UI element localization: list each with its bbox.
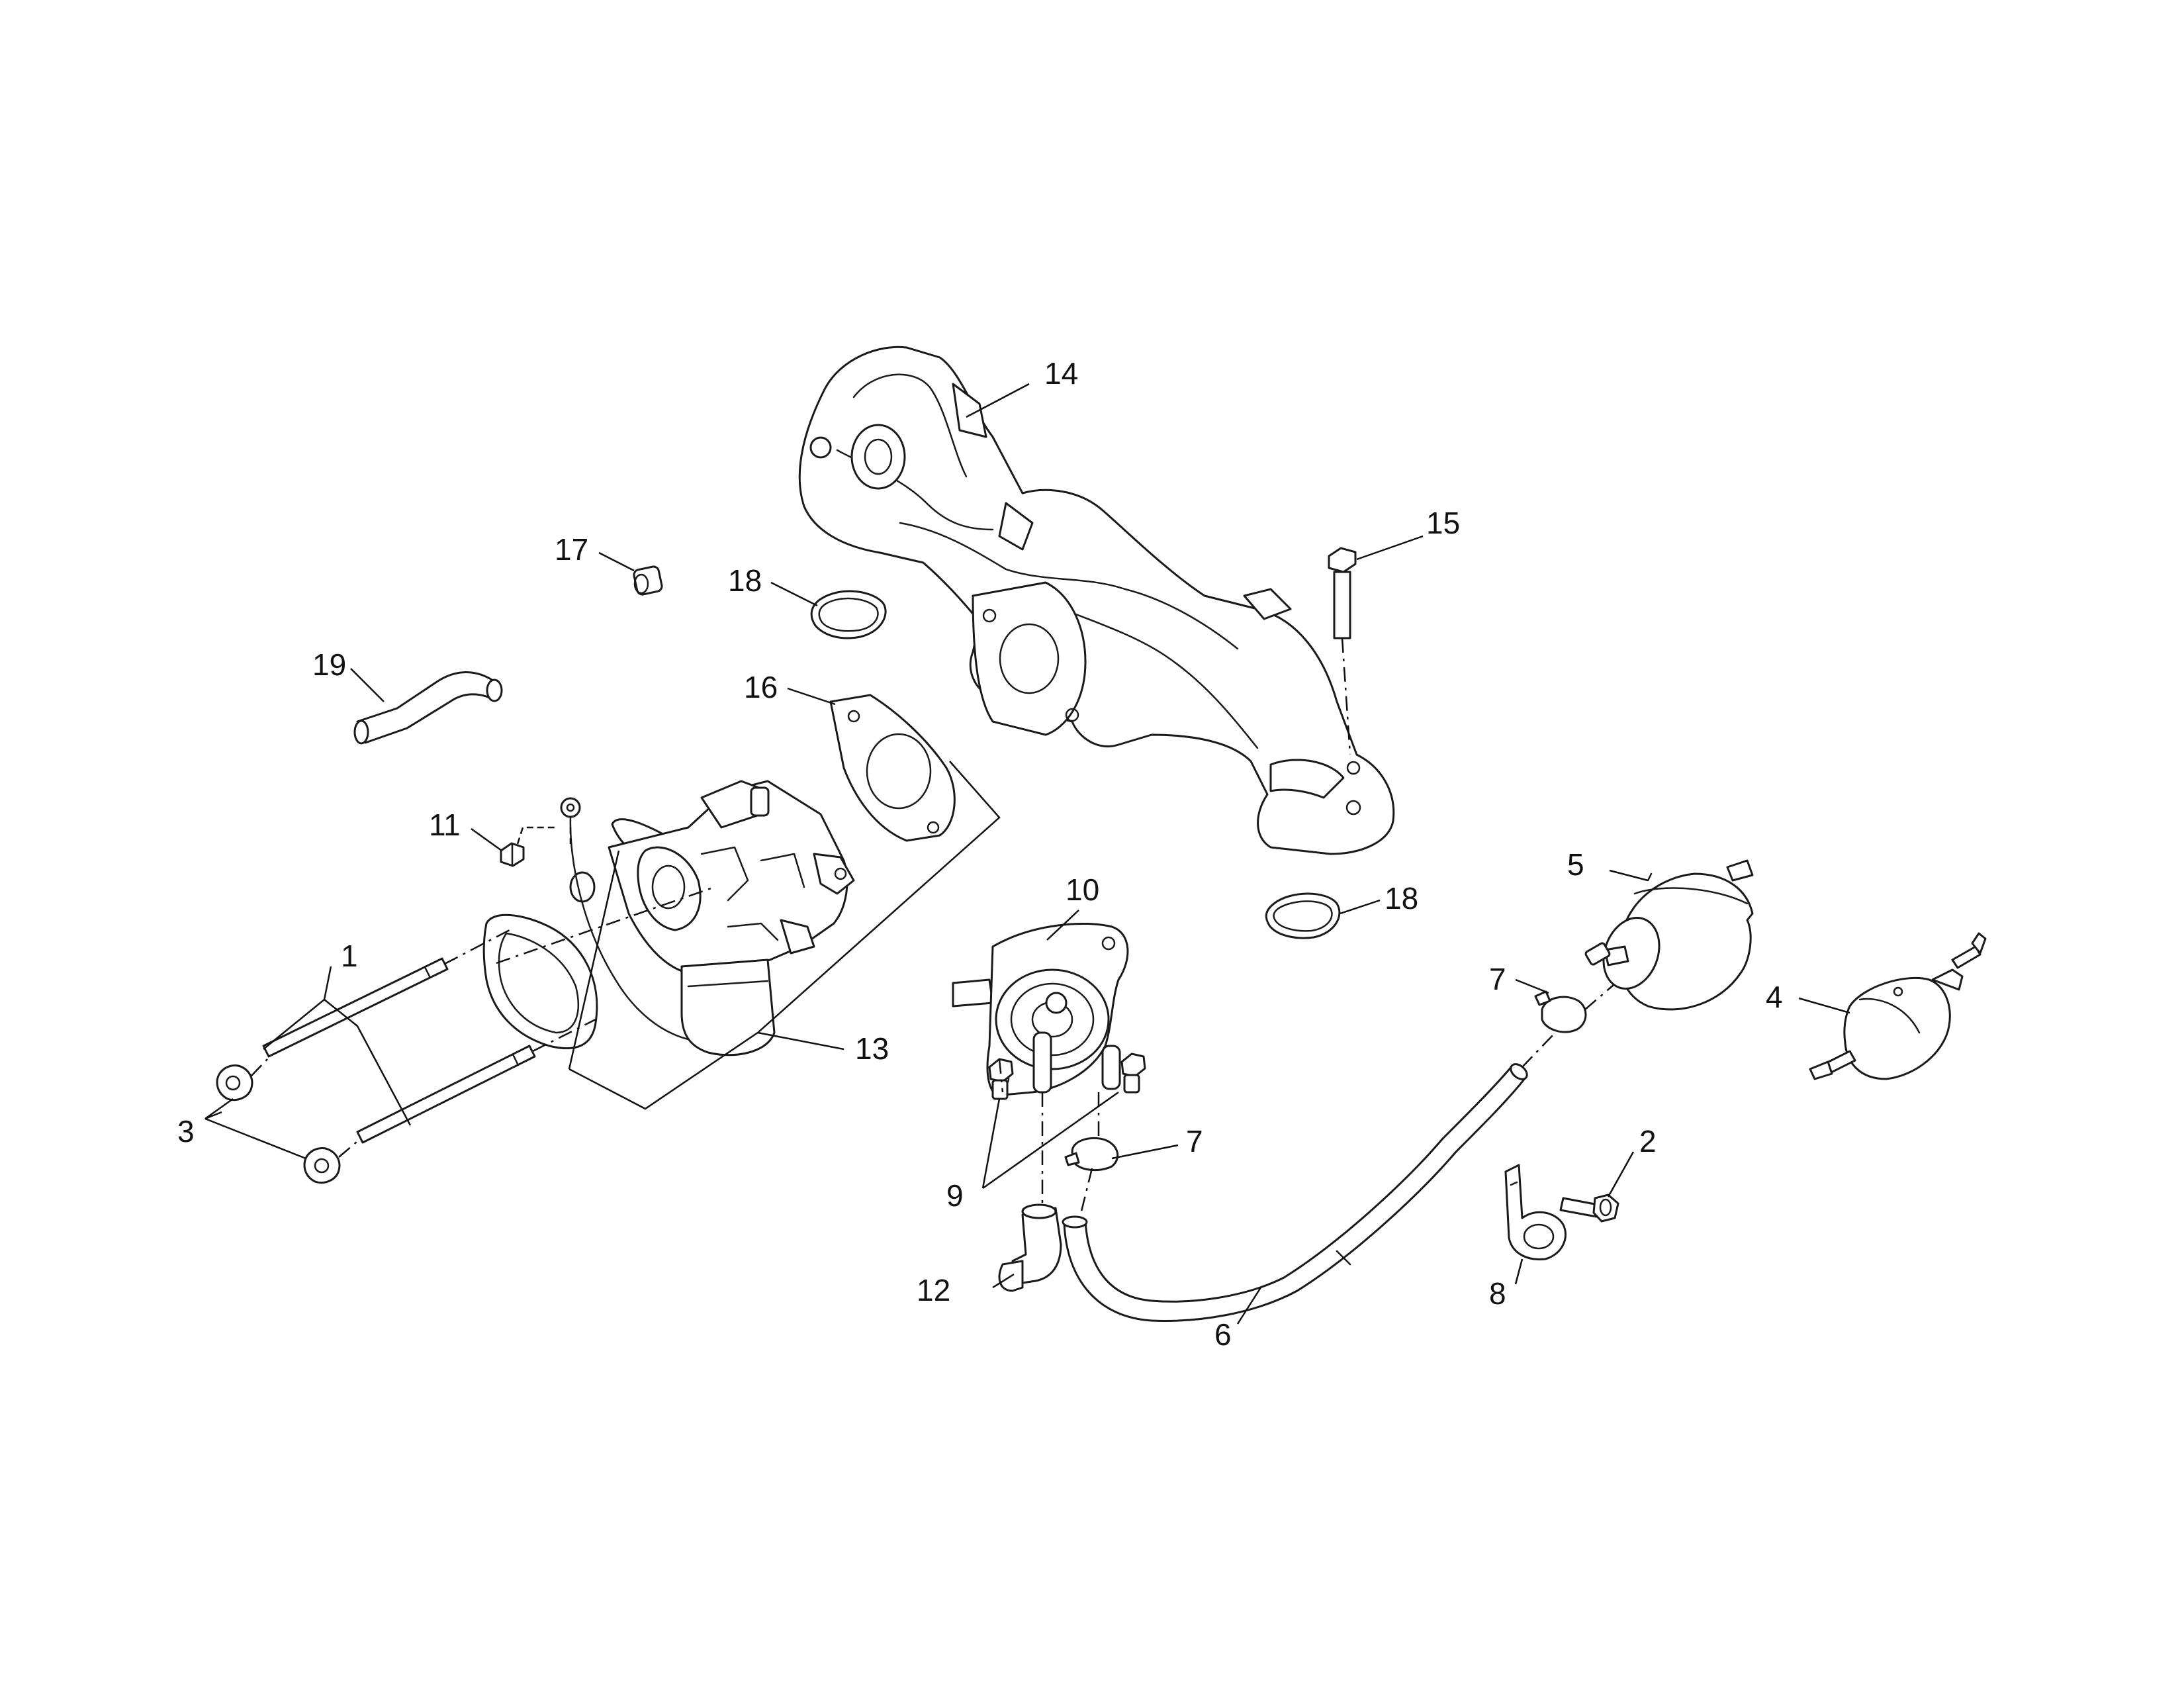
callout-8: 8 — [1489, 1276, 1506, 1311]
carburetor-assembly — [482, 780, 855, 1056]
hose-clip — [1504, 1164, 1567, 1261]
callout-12: 12 — [917, 1273, 950, 1307]
callout-11: 11 — [429, 808, 461, 842]
clip-bolt — [1559, 1194, 1619, 1223]
mounting-stud-lower — [356, 1018, 596, 1144]
manifold-gasket-lower — [1265, 892, 1341, 939]
pump-screw-left — [988, 1058, 1014, 1100]
ground-wire — [516, 797, 690, 1041]
callout-13: 13 — [855, 1031, 889, 1066]
manifold-bolt — [1328, 547, 1357, 755]
callout-18-lower: 18 — [1385, 881, 1418, 915]
callout-1: 1 — [341, 939, 358, 973]
elbow-fitting — [998, 1092, 1062, 1292]
fuel-pump — [952, 922, 1129, 1097]
hose-clamp-pump — [1064, 1092, 1119, 1172]
callout-14: 14 — [1044, 356, 1078, 391]
flange-nut-upper — [216, 1058, 268, 1102]
callout-15: 15 — [1426, 506, 1460, 540]
callout-7-filter: 7 — [1489, 962, 1506, 996]
callout-3: 3 — [177, 1114, 195, 1149]
callout-6: 6 — [1214, 1317, 1232, 1352]
ground-screw — [500, 842, 525, 867]
callout-17: 17 — [555, 532, 588, 567]
spacer — [633, 565, 663, 596]
leader-lines — [205, 383, 1850, 1325]
mounting-stud-upper — [262, 929, 510, 1058]
fuel-filter — [1584, 859, 1754, 1011]
callout-5: 5 — [1567, 847, 1584, 882]
callout-9: 9 — [946, 1178, 964, 1213]
callout-2: 2 — [1639, 1124, 1657, 1158]
inline-fuel-filter — [1809, 932, 1987, 1080]
pump-screw-right — [1120, 1053, 1146, 1094]
intake-manifold — [798, 346, 1395, 855]
flange-nut-lower — [303, 1138, 361, 1184]
callout-4: 4 — [1766, 980, 1783, 1014]
callout-10: 10 — [1066, 872, 1099, 907]
vent-hose — [353, 671, 503, 745]
hose-clamp-filter — [1534, 980, 1619, 1033]
fuel-hose — [1062, 1032, 1556, 1322]
callout-18-upper: 18 — [728, 563, 762, 598]
manifold-gasket-upper — [810, 590, 887, 639]
callout-16: 16 — [744, 670, 778, 704]
callout-19: 19 — [312, 647, 346, 682]
callout-7-pump: 7 — [1186, 1124, 1203, 1158]
carburetor-gasket — [829, 694, 956, 842]
